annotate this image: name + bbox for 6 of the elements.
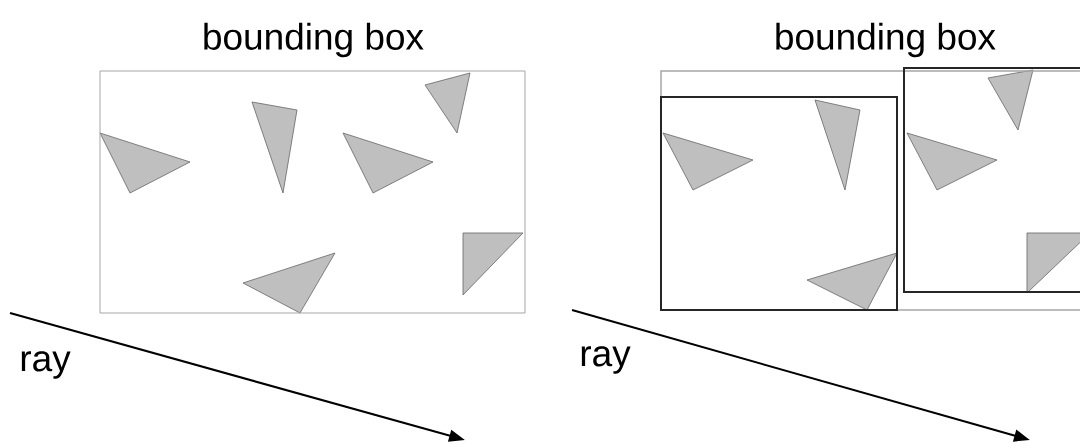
ray-label: ray — [21, 351, 71, 379]
box — [903, 67, 1080, 293]
title: bounding box — [776, 22, 996, 58]
ray-label: ray — [581, 346, 631, 374]
box — [660, 96, 898, 311]
title: bounding box — [204, 22, 424, 58]
